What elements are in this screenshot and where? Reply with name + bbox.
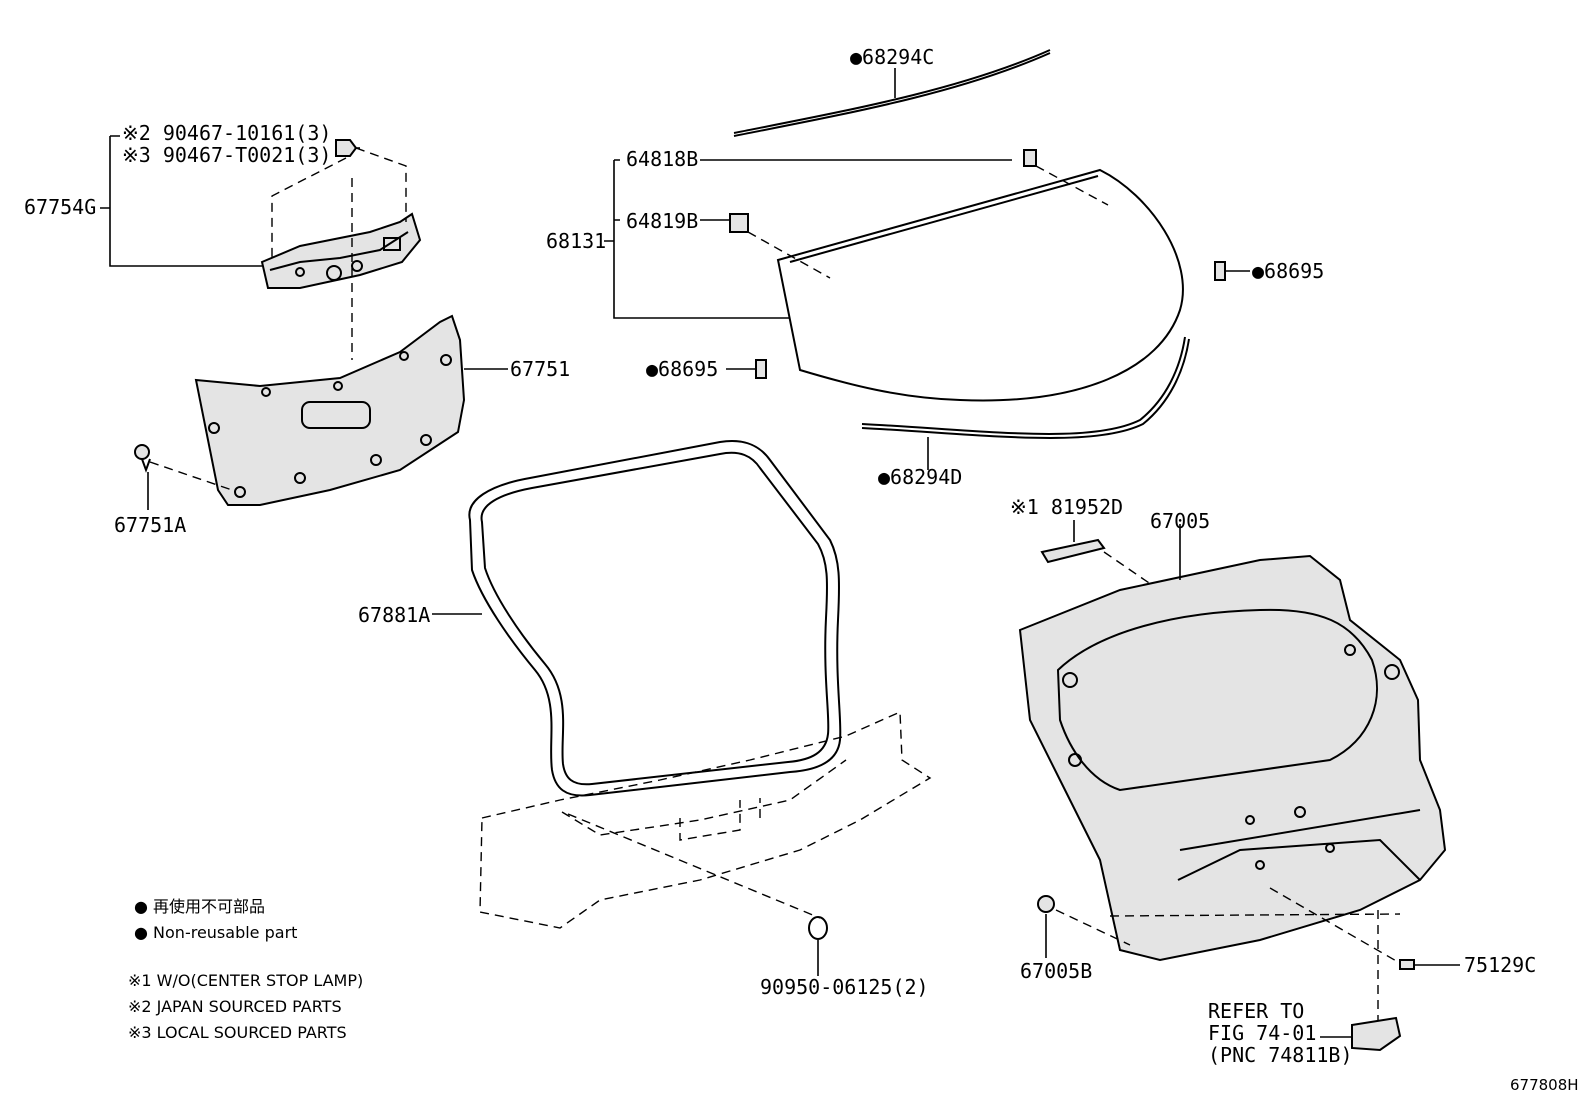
clip-68695-left [755,359,767,379]
clip-67751a [134,444,151,473]
cover-81952d [1040,538,1106,564]
handle-assembly-67754g [260,212,422,289]
legend-non-reusable: ● Non-reusable part [134,923,297,942]
label-67881a: 67881A [358,603,430,627]
refer-line-2: FIG 74-01 [1208,1021,1316,1045]
leader-dash [1035,165,1109,206]
legend-note-2: ※2 JAPAN SOURCED PARTS [128,997,342,1016]
bracket-line [604,159,620,242]
bracket-line [100,135,120,209]
figure-id: 677808H [1510,1076,1579,1094]
leader-dash [1109,913,1401,917]
label-68695-right: ●68695 [1252,259,1324,283]
leader-dash [1269,887,1399,963]
clip-64818b [1023,149,1037,167]
label-67751a: 67751A [114,513,186,537]
leader-dash [747,231,831,279]
label-68695-left: ●68695 [646,357,718,381]
label-68294c: ●68294C [850,45,934,69]
label-67751: 67751 [510,357,570,381]
back-window-glass-68131 [776,168,1184,402]
legend-note-3: ※3 LOCAL SOURCED PARTS [128,1023,347,1042]
bracket-line [109,136,262,267]
plug-90950 [808,916,828,940]
legend-note-1: ※1 W/O(CENTER STOP LAMP) [128,971,363,990]
label-90950: 90950-06125(2) [760,975,929,999]
license-lamp [1351,1016,1402,1052]
body-panel-outline [479,710,932,929]
leader-dash [1055,909,1131,946]
back-door-panel-67005 [1018,554,1447,962]
molding-68294d [861,336,1190,470]
label-67754g: 67754G [24,195,96,219]
label-64818b: 64818B [626,147,698,171]
leader-dash [271,157,347,262]
label-81952d: ※1 81952D [1010,495,1123,519]
molding-68294c [733,49,1051,137]
refer-line-3: (PNC 74811B) [1208,1043,1353,1067]
label-90467-japan: ※2 90467-10161(3) [122,121,331,145]
label-68294d: ●68294D [878,465,962,489]
leader-dash [355,147,407,222]
clip-68695-right [1214,261,1226,281]
label-75129c: 75129C [1464,953,1536,977]
bumper-67005b [1037,895,1055,913]
bracket-line [613,160,790,319]
label-67005b: 67005B [1020,959,1092,983]
clip-75129c [1399,959,1415,970]
label-67005: 67005 [1150,509,1210,533]
refer-line-1: REFER TO [1208,999,1304,1023]
legend-japanese: ● 再使用不可部品 [134,897,265,916]
clip-64819b [729,213,749,233]
leader-dash [567,813,821,919]
label-90467-local: ※3 90467-T0021(3) [122,143,331,167]
label-64819b: 64819B [626,209,698,233]
weatherstrip-67881a [468,440,842,797]
label-68131: 68131 [546,229,606,253]
trim-panel-67751 [194,314,466,506]
